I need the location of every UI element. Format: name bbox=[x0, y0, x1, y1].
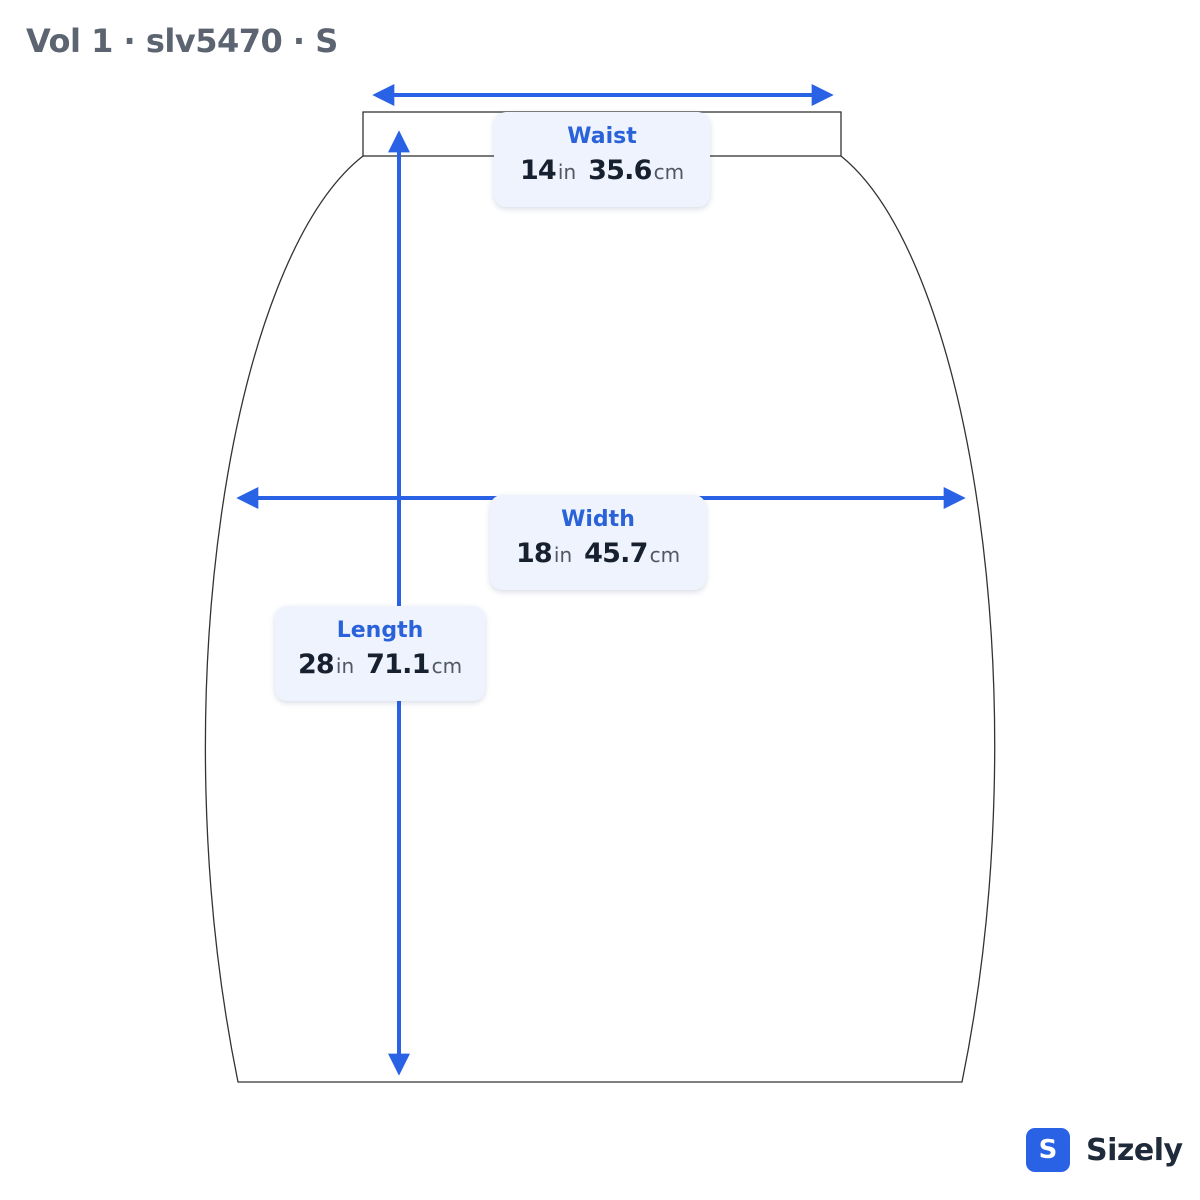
brand-logo: S Sizely bbox=[1026, 1128, 1183, 1172]
brand-name: Sizely bbox=[1086, 1132, 1183, 1168]
waist-inch-unit: in bbox=[557, 160, 577, 184]
length-inches: 28 bbox=[297, 649, 335, 680]
width-cm-unit: cm bbox=[649, 543, 681, 567]
brand-mark-icon: S bbox=[1026, 1128, 1070, 1172]
waist-inches: 14 bbox=[519, 155, 557, 186]
length-label: Length bbox=[336, 618, 424, 643]
waist-cm-unit: cm bbox=[653, 160, 685, 184]
width-inch-unit: in bbox=[553, 543, 573, 567]
width-cm: 45.7 bbox=[584, 538, 648, 569]
waist-cm: 35.6 bbox=[588, 155, 652, 186]
length-inch-unit: in bbox=[335, 654, 355, 678]
length-cm-unit: cm bbox=[431, 654, 463, 678]
skirt-body-outline bbox=[204, 155, 996, 1083]
waist-label: Waist bbox=[567, 124, 637, 149]
width-label: Width bbox=[561, 507, 635, 532]
width-inches: 18 bbox=[515, 538, 553, 569]
page-title: Vol 1 · slv5470 · S bbox=[26, 22, 338, 60]
length-cm: 71.1 bbox=[366, 649, 430, 680]
